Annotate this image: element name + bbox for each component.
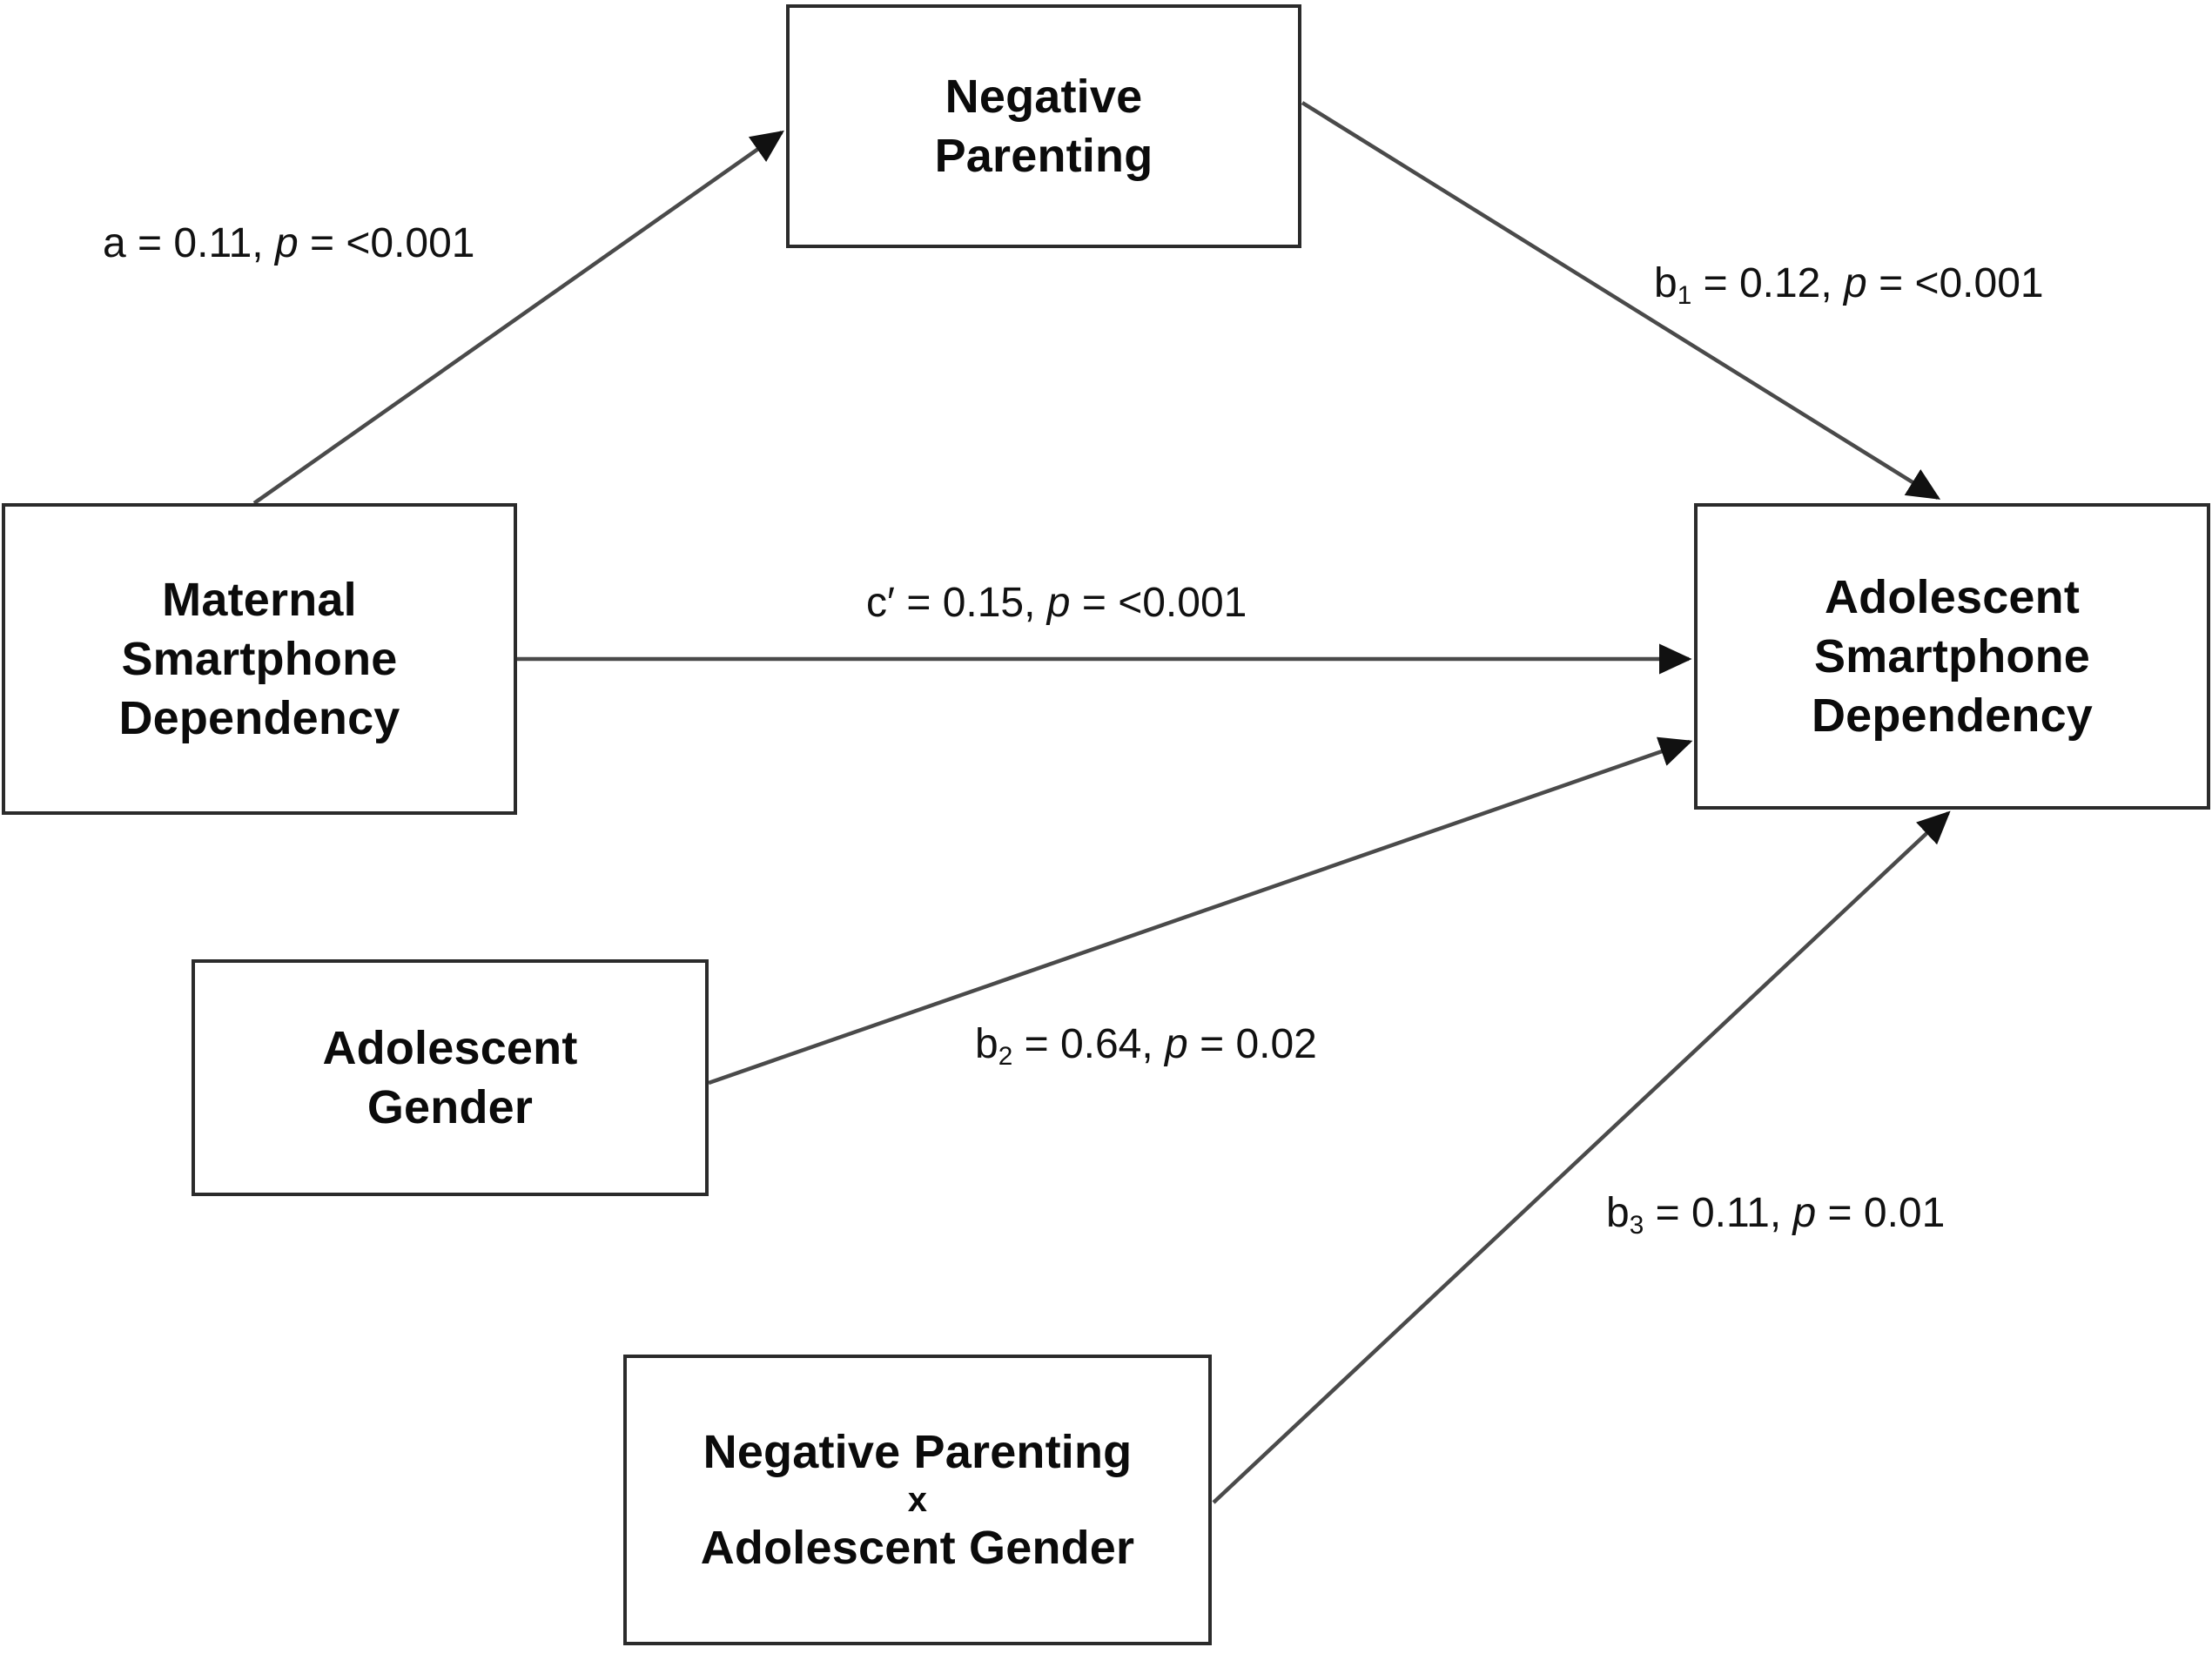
node-negative-parenting-line-2: Parenting <box>934 130 1153 182</box>
edge-label-b3-p-symbol: p <box>1792 1190 1817 1236</box>
edge-label-b3-coefficient: b <box>1606 1190 1630 1236</box>
edge-label-b3-subscript: 3 <box>1629 1211 1644 1240</box>
edge-label-a-pvalue: = <0.001 <box>298 220 475 266</box>
edge-label-a-p-symbol: p <box>274 220 299 266</box>
node-interaction-multiplication-sign: x <box>907 1481 928 1519</box>
edge-label-c-prime-coefficient: c′ <box>866 580 895 626</box>
node-negative-parenting-x-adolescent-gender[interactable]: Negative Parenting x Adolescent Gender <box>623 1355 1212 1645</box>
edge-label-a-estimate: = 0.11, <box>125 220 275 266</box>
node-adolescent-dep-line-1: Adolescent <box>1824 570 2081 623</box>
edge-label-b2-estimate: = 0.64, <box>1012 1021 1166 1067</box>
node-adolescent-gender[interactable]: Adolescent Gender <box>192 959 709 1196</box>
edge-label-b2-subscript: 2 <box>998 1042 1013 1072</box>
edge-label-b1-coefficient: b <box>1654 260 1677 306</box>
edge-b2 <box>708 736 1693 1086</box>
node-adolescent-gender-line-2: Gender <box>366 1081 534 1133</box>
edge-label-c-prime-estimate: = 0.15, <box>895 580 1047 626</box>
edge-b3 <box>1212 810 1951 1504</box>
node-maternal-line-2: Smartphone <box>121 632 398 685</box>
edge-label-b2: b2 = 0.64, p = 0.02 <box>975 1020 1317 1072</box>
edge-label-b1-subscript: 1 <box>1677 281 1692 311</box>
node-adolescent-dep-line-3: Dependency <box>1811 689 2094 743</box>
node-negative-parenting[interactable]: Negative Parenting <box>786 4 1301 248</box>
node-maternal-line-3: Dependency <box>118 692 400 745</box>
node-adolescent-smartphone-dependency[interactable]: Adolescent Smartphone Dependency <box>1694 503 2210 810</box>
edge-label-b2-p-symbol: p <box>1165 1021 1188 1067</box>
edge-label-b1-p-symbol: p <box>1844 260 1867 306</box>
node-negative-parenting-line-1: Negative <box>945 70 1143 123</box>
node-adolescent-dep-line-2: Smartphone <box>1813 629 2091 682</box>
node-interaction-line-3: Adolescent Gender <box>700 1522 1135 1574</box>
edge-label-a: a = 0.11, p = <0.001 <box>103 219 475 267</box>
edge-label-b3: b3 = 0.11, p = 0.01 <box>1606 1189 1946 1240</box>
edge-label-b2-coefficient: b <box>975 1021 998 1067</box>
edge-b1 <box>1301 101 1941 500</box>
edge-label-c-prime-p-symbol: p <box>1046 580 1071 626</box>
edge-label-b2-pvalue: = 0.02 <box>1187 1021 1317 1067</box>
node-adolescent-gender-line-1: Adolescent <box>322 1021 578 1074</box>
edge-label-b1-pvalue: = <0.001 <box>1866 260 2044 306</box>
edge-label-b1: b1 = 0.12, p = <0.001 <box>1654 259 2044 311</box>
edge-label-b3-estimate: = 0.11, <box>1644 1190 1793 1236</box>
node-interaction-line-1: Negative Parenting <box>703 1425 1133 1478</box>
node-maternal-line-1: Maternal <box>162 573 357 626</box>
edge-label-a-coefficient: a <box>103 220 126 266</box>
edge-label-b3-pvalue: = 0.01 <box>1816 1190 1946 1236</box>
edge-label-c-prime-pvalue: = <0.001 <box>1070 580 1247 626</box>
edge-a <box>252 130 784 505</box>
edge-label-b1-estimate: = 0.12, <box>1691 260 1845 306</box>
node-maternal-smartphone-dependency[interactable]: Maternal Smartphone Dependency <box>2 503 517 815</box>
edge-label-c-prime: c′ = 0.15, p = <0.001 <box>866 579 1247 627</box>
